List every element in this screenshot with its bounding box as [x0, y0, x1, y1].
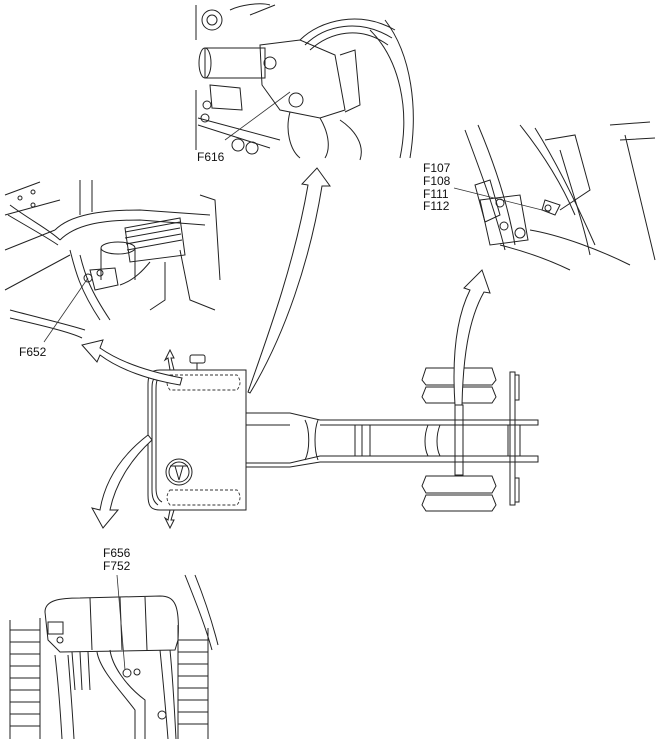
arrow-to-right-detail: [453, 269, 491, 406]
arrow-to-top-detail: [247, 167, 331, 394]
callout-f111: F111: [423, 187, 449, 201]
bottom-detail-drawing: [9, 574, 219, 739]
callout-f107: F107: [423, 161, 451, 175]
arrow-to-bottom-detail: [91, 434, 153, 529]
callout-f656: F656: [103, 546, 131, 560]
left-detail-drawing: [4, 180, 221, 343]
truck-plan-view: [147, 354, 539, 512]
callout-f652: F652: [19, 345, 47, 359]
callout-f112: F112: [423, 199, 450, 213]
arrow-to-left-detail: [81, 339, 183, 386]
top-detail-drawing: [195, 3, 414, 161]
small-arrows-cab: [163, 348, 175, 530]
callout-f752: F752: [103, 559, 131, 573]
right-detail-drawing: [453, 121, 656, 271]
callout-f616: F616: [197, 150, 225, 164]
callout-f108: F108: [423, 174, 451, 188]
